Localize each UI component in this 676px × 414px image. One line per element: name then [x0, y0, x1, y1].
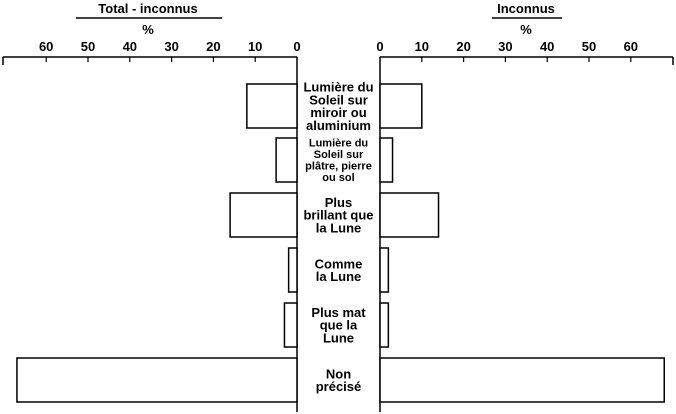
category-label-line: Lumière du: [303, 79, 373, 94]
left-bar: [275, 137, 298, 183]
category-label-line: la Lune: [316, 220, 362, 235]
left-bar: [229, 192, 298, 238]
category-label-line: la Lune: [316, 269, 362, 284]
category-label-line: miroir ou: [310, 105, 366, 120]
left-bar: [283, 302, 298, 348]
left-bar: [287, 247, 298, 293]
left-tick-label: 40: [123, 39, 137, 54]
right-panel-title: Inconnus: [497, 1, 555, 16]
left-tick-label: 20: [206, 39, 220, 54]
category-label-line: Plus: [325, 195, 352, 210]
category-label-line: Lune: [323, 330, 354, 345]
category-label-line: Soleil sur: [309, 92, 368, 107]
left-tick-label: 60: [39, 39, 53, 54]
category-label-line: plâtre, pierre: [305, 161, 372, 173]
axes: 0 0 10 10 20 20 30 30 40 40 50 50 60 60: [2, 39, 674, 412]
right-bar: [379, 247, 390, 293]
left-tick-label: 10: [248, 39, 262, 54]
right-tick-label: 10: [415, 39, 429, 54]
right-bar: [379, 137, 394, 183]
right-panel-unit: %: [520, 22, 532, 37]
category-label-line: Non: [326, 366, 351, 381]
right-tick-label: 40: [540, 39, 554, 54]
category-label-line: Lumière du: [309, 138, 368, 150]
left-panel-title: Total - inconnus: [98, 1, 197, 16]
left-bar: [16, 357, 298, 403]
left-tick-label: 50: [81, 39, 95, 54]
right-tick-label: 30: [498, 39, 512, 54]
category-label-line: Soleil sur: [314, 149, 364, 161]
left-bar: [246, 83, 298, 129]
panel-headers: Total - inconnus% Inconnus%: [76, 1, 562, 37]
category-label-line: ou sol: [322, 172, 354, 184]
right-tick-label: 0: [376, 39, 383, 54]
left-panel-unit: %: [142, 22, 154, 37]
bars: [16, 83, 665, 403]
category-label-line: précisé: [316, 379, 362, 394]
right-bar: [379, 192, 440, 238]
right-bar: [379, 302, 390, 348]
left-tick-label: 30: [164, 39, 178, 54]
right-tick-label: 60: [624, 39, 638, 54]
category-label-line: aluminium: [306, 118, 371, 133]
category-label-line: Comme: [315, 256, 363, 271]
category-label-line: que la: [320, 318, 358, 333]
left-tick-label: 0: [293, 39, 300, 54]
category-label-line: Plus mat: [311, 305, 366, 320]
right-bar: [379, 83, 423, 129]
right-tick-label: 20: [456, 39, 470, 54]
right-bar: [379, 357, 665, 403]
right-tick-label: 50: [582, 39, 596, 54]
category-label-line: brillant que: [303, 208, 373, 223]
